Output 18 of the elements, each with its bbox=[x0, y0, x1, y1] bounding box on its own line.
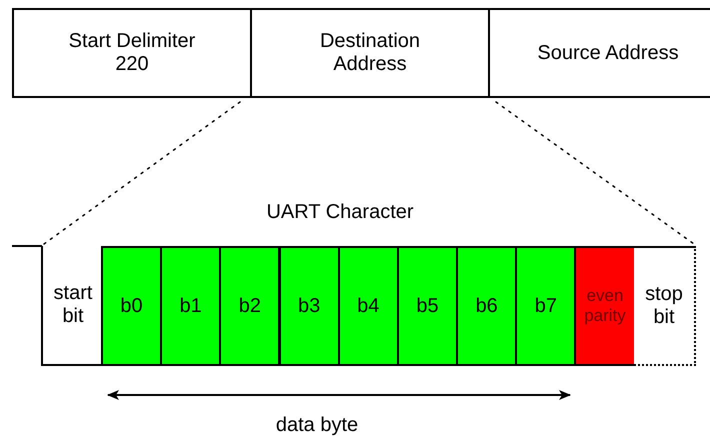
frame-field-box: Source Address bbox=[488, 8, 710, 98]
bit-cell: b5 bbox=[397, 246, 458, 366]
bit-cell: stop bit bbox=[634, 246, 696, 366]
bit-cell: b2 bbox=[219, 246, 280, 366]
bit-cell: b7 bbox=[515, 246, 576, 366]
frame-field-box: Start Delimiter 220 bbox=[12, 8, 252, 98]
bit-cell: start bit bbox=[41, 246, 103, 366]
bit-cell: b1 bbox=[160, 246, 222, 366]
bit-cell: b4 bbox=[338, 246, 399, 366]
section-heading: UART Character bbox=[266, 201, 414, 224]
dotted-connector-line bbox=[495, 101, 695, 245]
dotted-connector-line bbox=[43, 101, 241, 245]
bit-cell: b6 bbox=[456, 246, 518, 366]
bit-cell: b3 bbox=[278, 246, 340, 366]
frame-field-box: Destination Address bbox=[250, 8, 490, 98]
bit-cell: b0 bbox=[101, 246, 162, 366]
bit-cell: even parity bbox=[574, 246, 636, 366]
dimension-label: data byte bbox=[276, 414, 358, 437]
